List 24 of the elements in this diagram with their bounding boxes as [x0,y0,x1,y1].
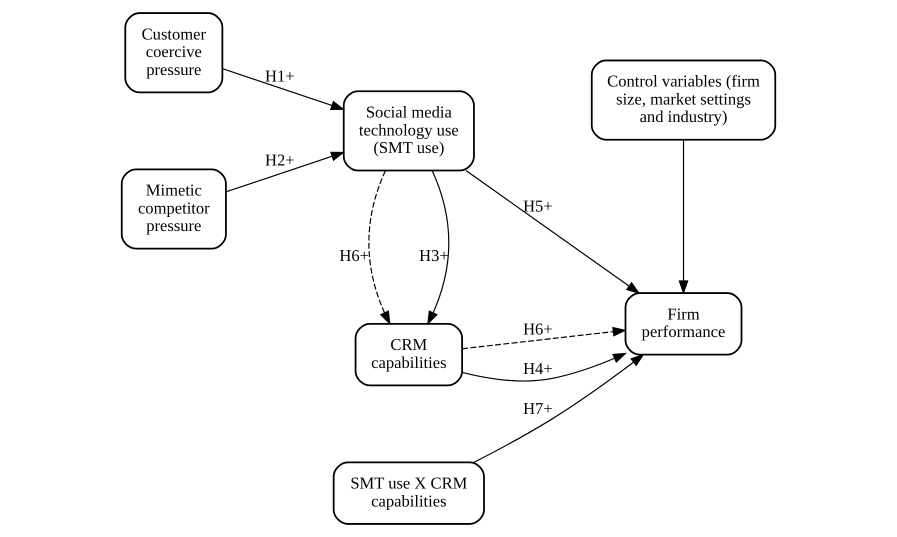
arrow [474,354,645,463]
edge-label: H1+ [264,66,295,86]
edge-label: H6+ [523,320,553,339]
node-box: Firm performance [624,292,742,356]
arrow [466,170,640,294]
arrow [226,152,346,192]
arrow [462,326,627,350]
node-box: CRM capabilities [354,322,463,386]
node-box: Mimetic competitor pressure [120,168,227,250]
edge-label: H6+ [339,246,369,266]
arrow [678,140,688,295]
edge-label: H2+ [264,150,295,170]
arrow [427,170,450,326]
node-box: Social media technology use (SMT use) [342,90,475,172]
edge-label: H3+ [419,246,449,266]
node-box: Control variables (firm size, market settings and industry) [590,60,776,141]
arrow [222,68,346,110]
node-box: Customer coercive pressure [124,12,224,94]
node-box: SMT use X CRM capabilities [332,461,485,525]
edge-label: H5+ [523,196,553,216]
edge-label: H4+ [523,358,553,378]
arrow [368,170,391,326]
arrow [462,352,628,382]
edge-label: H7+ [523,399,553,418]
